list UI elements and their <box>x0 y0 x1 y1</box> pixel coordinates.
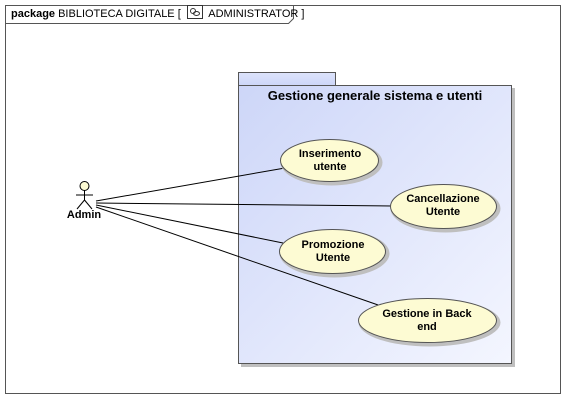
association-line <box>95 167 286 202</box>
frame-label: package BIBLIOTECA DIGITALE [ ADMINISTRA… <box>11 5 304 20</box>
use-case-label: Promozione Utente <box>280 239 386 265</box>
use-case-label: Cancellazione Utente <box>390 193 496 219</box>
use-case-label: Gestione in Back end <box>358 308 496 334</box>
actor-head <box>79 181 90 191</box>
package-shadow <box>241 364 515 367</box>
actor-name: Admin <box>66 209 102 221</box>
frame-name: BIBLIOTECA DIGITALE [ <box>58 8 181 20</box>
use-case-label-line: Utente <box>425 206 461 218</box>
actor-admin-figure[interactable] <box>76 181 93 210</box>
use-case-label-line: utente <box>313 161 347 173</box>
use-case-promozione[interactable] <box>279 229 390 278</box>
association-line <box>95 202 393 207</box>
package-shadow <box>512 88 515 364</box>
actor-leg-left <box>76 199 85 210</box>
use-case-oval <box>280 139 379 182</box>
use-case-oval <box>390 184 497 229</box>
use-case-label-line: Inserimento <box>298 148 362 160</box>
association-line <box>95 204 284 244</box>
frame-keyword: package <box>11 8 56 20</box>
actor-leg-right <box>84 199 93 210</box>
use-case-gestione-back-end[interactable] <box>358 298 501 347</box>
package-tab <box>238 72 336 86</box>
use-case-label-line: Promozione <box>301 239 365 251</box>
frame-label-tab <box>5 5 294 24</box>
associations <box>95 167 393 307</box>
use-case-inserimento[interactable] <box>280 139 383 186</box>
use-case-cancellazione[interactable] <box>390 184 501 233</box>
use-case-label-line: Utente <box>315 252 351 264</box>
system-title: Gestione generale sistema e utenti <box>267 88 483 103</box>
use-case-label-line: Cancellazione <box>406 193 480 205</box>
use-case-oval <box>279 229 386 274</box>
frame-context: ADMINISTRATOR ] <box>208 8 305 20</box>
diagram-icon <box>186 5 203 19</box>
use-case-label-line: end <box>417 321 437 333</box>
association-line <box>95 206 382 307</box>
use-case-oval <box>358 298 497 343</box>
use-case-label: Inserimento utente <box>280 148 380 174</box>
use-case-label-line: Gestione in Back <box>382 308 472 320</box>
